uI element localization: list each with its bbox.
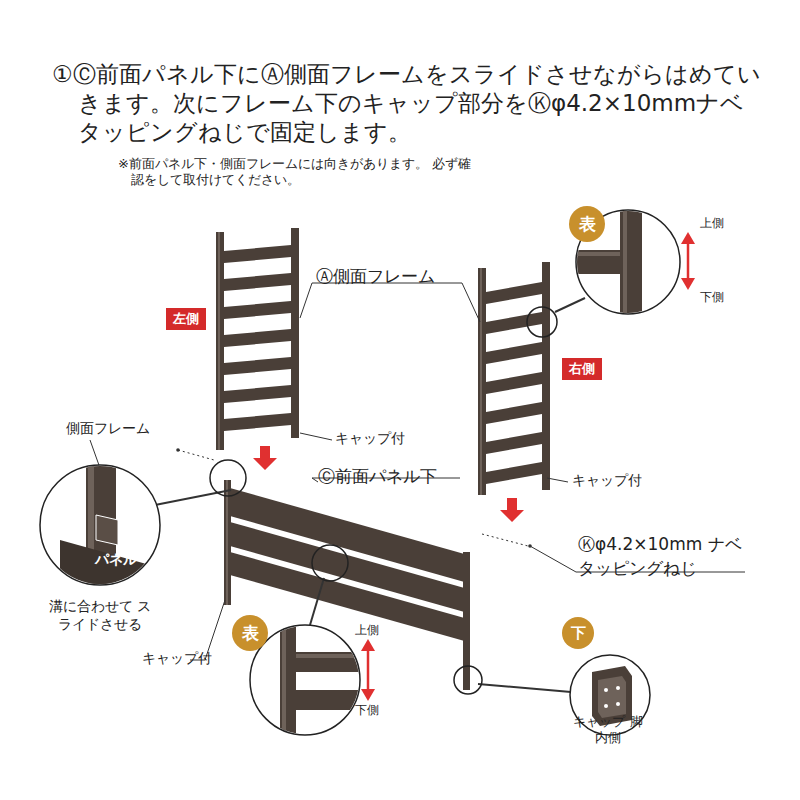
node-text: 右側 (569, 360, 595, 378)
zoom-detail (40, 460, 160, 600)
node-text: 表 (242, 622, 259, 645)
screw-label: Ⓚφ4.2×10mm ナベタッピングねじ (578, 532, 753, 580)
part-label: 側面フレーム (66, 420, 150, 438)
right-frame (478, 262, 550, 495)
side-tag: 左側 (166, 308, 206, 330)
focus-circle (210, 307, 557, 694)
cap-label: キャップ付 (335, 430, 405, 448)
node-text: 左側 (173, 310, 199, 328)
badge-circle (562, 617, 594, 649)
caution-note: ※前面パネル下・側面フレームには向きがあります。 必ず確認をして取付けてください… (118, 156, 481, 189)
step-heading: ①Ⓒ前面パネル下にⒶ側面フレームをスライドさせながらはめていきます。次にフレーム… (52, 60, 768, 147)
left-frame (216, 228, 299, 450)
cap-label: キャップ付 (572, 472, 642, 490)
part-label: Ⓐ側面フレーム (316, 266, 435, 287)
slide-arrow (253, 446, 524, 522)
face-badge: 表 (232, 615, 268, 651)
cap-label: キャップ付 (142, 650, 212, 668)
zoom-detail (250, 620, 366, 740)
badge-circle (232, 615, 268, 651)
side-tag: 右側 (562, 358, 602, 380)
cap-label: キャップ 脚内側 (568, 714, 648, 747)
node-text: 表 (579, 213, 596, 236)
zoom-detail (570, 205, 680, 325)
face-badge: 下 (562, 617, 594, 649)
face-badge: 表 (569, 206, 605, 242)
node-text: 下 (571, 624, 586, 643)
screw-path (178, 450, 528, 546)
direction-label: 下側 (355, 703, 379, 718)
part-label: Ⓒ前面パネル下 (318, 466, 437, 487)
screw-dot (176, 448, 180, 452)
badge-circle (569, 206, 605, 242)
direction-label: 上側 (700, 216, 724, 231)
direction-label: 下側 (700, 290, 724, 305)
instruction-note: 溝に合わせて スライドさせる (44, 598, 156, 633)
part-label: パネル (95, 551, 137, 569)
direction-label: 上側 (355, 623, 379, 638)
leader-line (90, 283, 745, 692)
